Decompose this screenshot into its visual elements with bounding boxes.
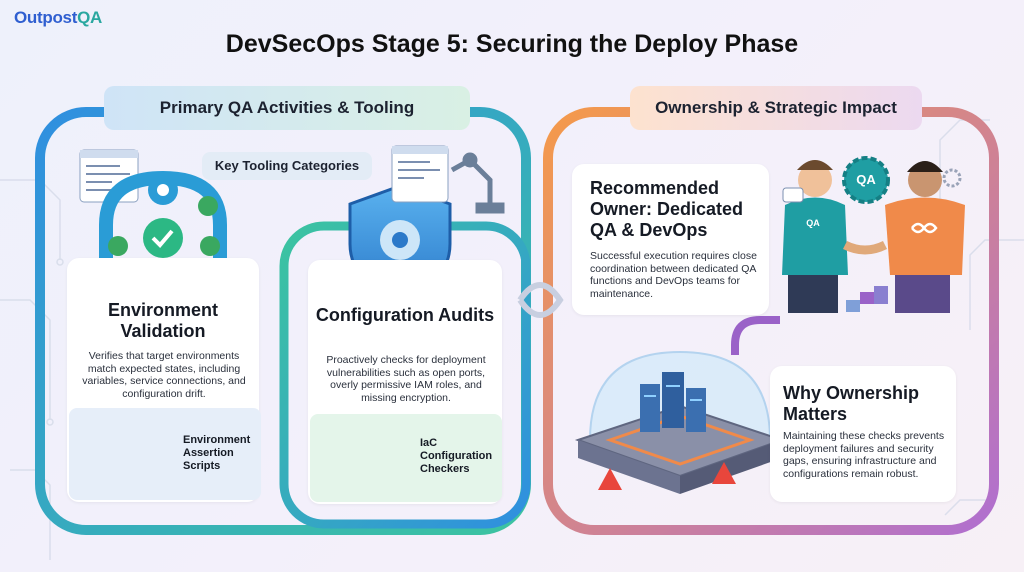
frame-link (517, 282, 564, 318)
handshake-people-illustration (782, 160, 965, 313)
recommended-owner-card (572, 164, 769, 315)
warning-icon (598, 462, 736, 490)
logo-text-a: Outpost (14, 8, 78, 27)
settings-gear-icon (942, 168, 962, 188)
frame-right-connector (731, 316, 780, 355)
brand-logo[interactable]: OutpostQA (14, 8, 102, 28)
why-ownership-title: Why Ownership Matters (783, 383, 920, 424)
section-heading-left: Primary QA Activities & Tooling (104, 86, 470, 130)
infinity-icon (911, 222, 938, 234)
recommended-owner-title: Recommended Owner: Dedicated QA & DevOps (590, 178, 744, 240)
why-ownership-description: Maintaining these checks prevents deploy… (783, 430, 945, 480)
environment-tool-label: Environment Assertion Scripts (183, 434, 251, 472)
configuration-audits-description: Proactively checks for deployment vulner… (326, 354, 486, 404)
configuration-tool-label: IaC Configuration Checkers (420, 437, 493, 475)
qa-gear-badge-label: QA (856, 172, 876, 187)
robot-arm-icon (450, 152, 505, 214)
qa-gear-badge-icon (842, 156, 890, 204)
environment-validation-title: Environment Validation (107, 300, 218, 341)
environment-validation-description: Verifies that target environments match … (82, 350, 246, 400)
gear-arch-icon (99, 170, 227, 280)
configuration-tool-panel (310, 414, 502, 502)
key-tooling-label: Key Tooling Categories (202, 152, 372, 180)
environment-tool-panel (69, 408, 261, 500)
qa-shirt-badge: QA (806, 218, 820, 228)
logo-text-b: QA (77, 8, 102, 27)
recommended-owner-description: Successful execution requires close coor… (590, 250, 757, 300)
code-window-right-icon (391, 145, 449, 203)
why-ownership-card (770, 366, 956, 502)
page-title: DevSecOps Stage 5: Securing the Deploy P… (225, 30, 799, 58)
section-heading-right: Ownership & Strategic Impact (630, 86, 922, 130)
chat-bubble-icon (782, 187, 804, 203)
configuration-audits-title: Configuration Audits (315, 305, 495, 325)
server-dome-illustration (574, 350, 786, 494)
